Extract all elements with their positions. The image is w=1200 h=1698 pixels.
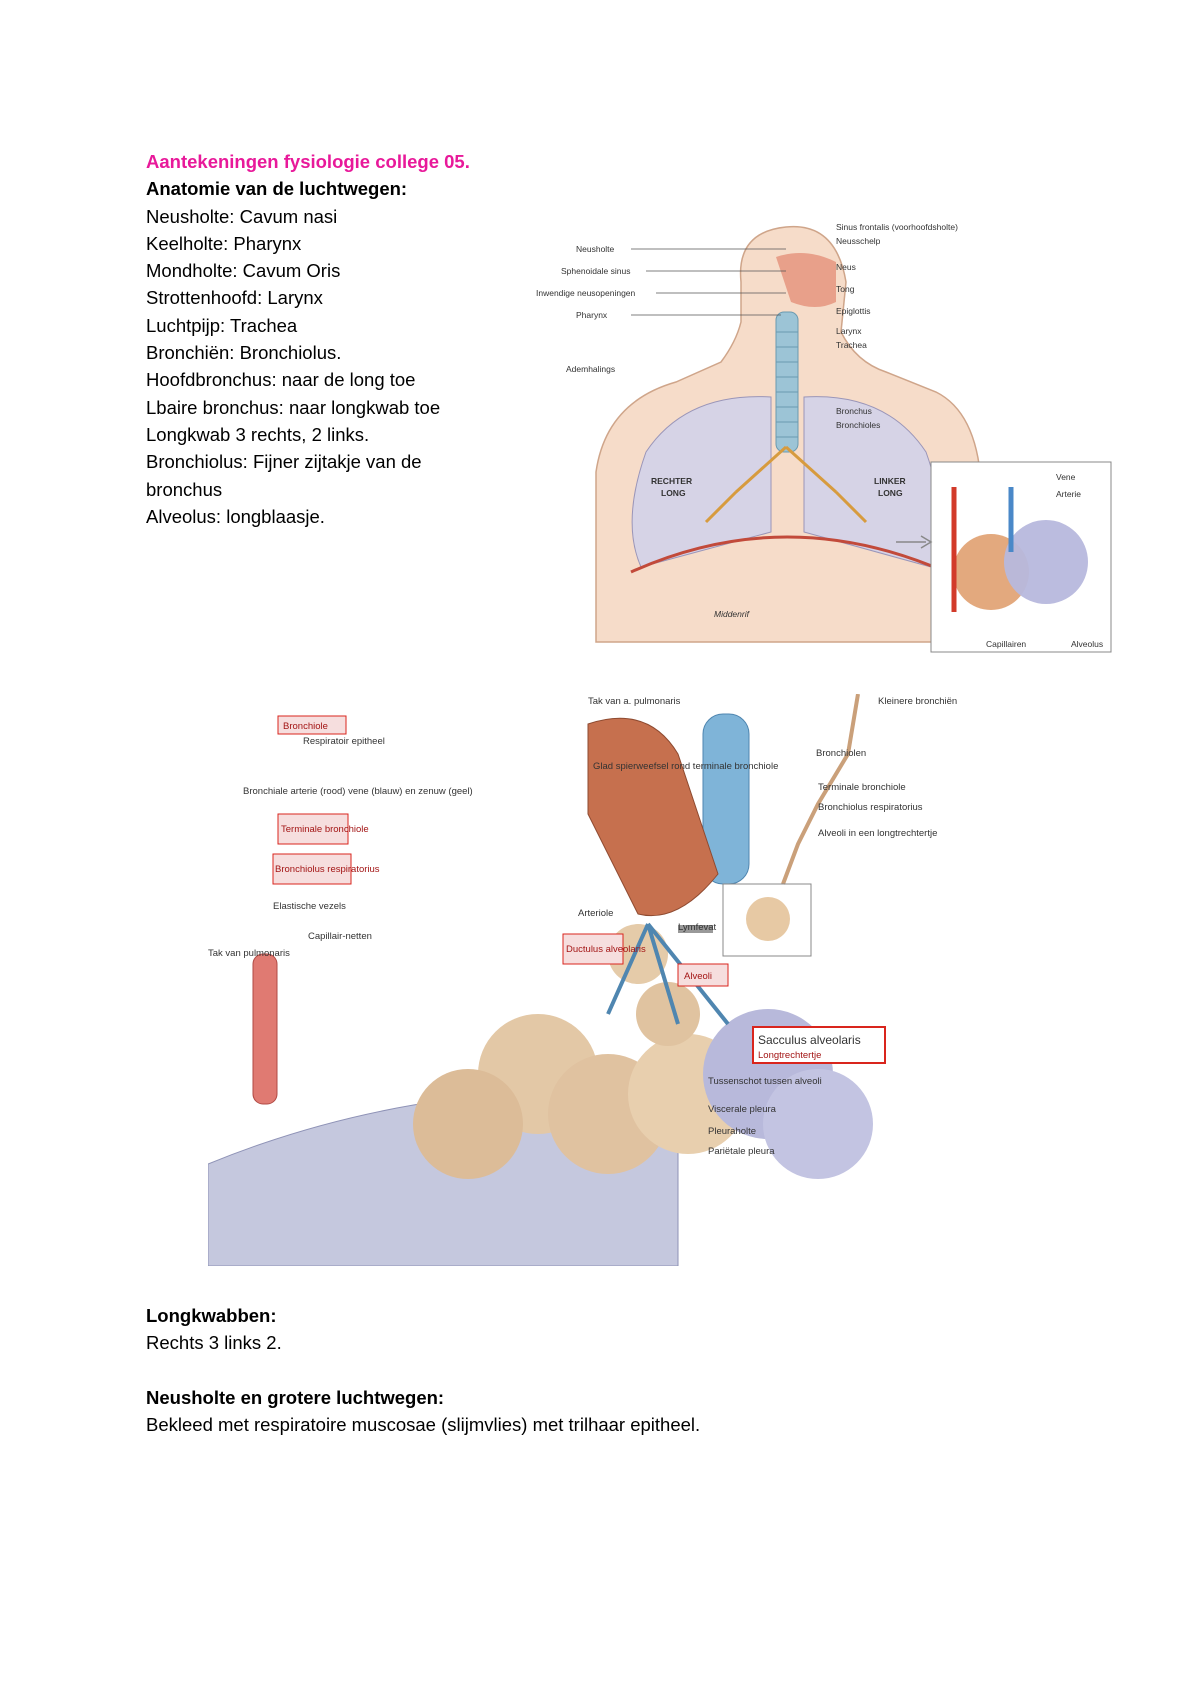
heading-longkwabben: Longkwabben: [146, 1305, 277, 1326]
label-tong: Tong [836, 284, 855, 294]
right-lung-shape [631, 396, 772, 568]
boxed-label-bronchiole: Bronchiole [283, 721, 328, 732]
label-alveoli-longtrechtertje: Alveoli in een longtrechtertje [818, 828, 937, 839]
bronchi-shape [704, 445, 868, 524]
label-sinus: Sinus frontalis (voorhoofdsholte) [836, 222, 958, 232]
bronchiole-tube-shape [587, 717, 719, 917]
inset-label-arterie: Arterie [1056, 489, 1081, 499]
small-artery-shape [252, 953, 278, 1105]
note-line: Bronchiolus: Fijner zijtakje van de bron… [146, 451, 422, 500]
label-linker: LINKER [874, 476, 906, 486]
box-terminale [277, 813, 349, 845]
label-glad-spierweefsel: Glad spierweefsel rond terminale bronchi… [593, 761, 778, 772]
respiratory-system-figure: Neusholte Sphenoidale sinus Inwendige ne… [536, 222, 1112, 653]
note-line: Neusholte: Cavum nasi [146, 205, 338, 227]
box-ductulus [562, 933, 624, 965]
label-sphenoid: Sphenoidale sinus [561, 266, 630, 276]
note-line: Luchtpijp: Trachea [146, 314, 298, 336]
boxed-label-terminale: Terminale bronchiole [281, 824, 369, 835]
boxed-label-ductulus: Ductulus alveolaris [566, 944, 646, 955]
boxed-label-respiratorius: Bronchiolus respiratorius [275, 864, 380, 875]
nasal-cavity-shape [776, 253, 836, 307]
paragraph-longkwabben: Rechts 3 links 2. [146, 1332, 282, 1354]
label-terminale-bronchiole: Terminale bronchiole [818, 782, 906, 793]
inset-alveoli-cool [1004, 520, 1088, 604]
label-viscerale-pleura: Viscerale pleura [708, 1104, 777, 1115]
tree-inset-frame [722, 883, 812, 957]
heading-neusholte: Neusholte en grotere luchtwegen: [146, 1386, 445, 1408]
note-line: Alveolus: longblaasje. [146, 505, 325, 527]
bronchial-tree-shape [781, 694, 860, 885]
inset-label-alveolus: Alveolus [1071, 639, 1103, 649]
label-arteriole: Arteriole [578, 908, 613, 919]
note-line: Longkwab 3 rechts, 2 links. [146, 423, 370, 445]
label-long-r: LONG [661, 488, 686, 498]
bottom-notes: Longkwabben: Rechts 3 links 2. Neusholte… [146, 1302, 1046, 1438]
box-alveoli [677, 963, 729, 987]
diaphragm-shape [630, 535, 947, 574]
label-capillairnetten: Capillair-netten [308, 931, 372, 942]
notes-block: Aantekeningen fysiologie college 05. Ana… [146, 148, 476, 530]
alveoli-detail-figure: Respiratoir epitheel Bronchiale arterie … [208, 694, 957, 1266]
label-bronchiale-arterie: Bronchiale arterie (rood) vene (blauw) e… [243, 786, 473, 797]
inset-arrow-head [920, 535, 933, 549]
note-line: Keelholte: Pharynx [146, 232, 302, 254]
label-pleuraholte: Pleuraholte [708, 1126, 756, 1137]
left-leader-lines [631, 248, 786, 316]
label-middenrif: Middenrif [714, 609, 751, 619]
label-bronchiolen: Bronchiolen [816, 748, 866, 759]
inset-label-vene: Vene [1056, 472, 1076, 482]
box-respiratorius [272, 853, 352, 885]
paragraph-neusholte: Bekleed met respiratoire muscosae (slijm… [146, 1413, 701, 1435]
label-bronchus: Bronchus [836, 406, 872, 416]
label-elastische-vezels: Elastische vezels [273, 901, 346, 912]
label-bronchiolus-respiratorius: Bronchiolus respiratorius [818, 802, 923, 813]
label-pharynx: Pharynx [576, 310, 608, 320]
note-line: Mondholte: Cavum Oris [146, 260, 341, 282]
label-trachea: Trachea [836, 340, 867, 350]
section-heading: Anatomie van de luchtwegen: [146, 178, 408, 200]
label-long-l: LONG [878, 488, 903, 498]
label-rechter: RECHTER [651, 476, 692, 486]
page-title: Aantekeningen fysiologie college 05. [146, 151, 470, 172]
label-tak-pulmonaris: Tak van pulmonaris [208, 948, 290, 959]
label-neusschelp: Neusschelp [836, 236, 881, 246]
label-respiratoir-epitheel: Respiratoir epitheel [303, 736, 385, 747]
label-epiglottis: Epiglottis [836, 306, 871, 316]
spacer [146, 1357, 1046, 1384]
label-longtrechtertje: Longtrechtertje [758, 1050, 821, 1061]
label-lymfevat: Lymfevat [678, 922, 717, 933]
label-parietale-pleura: Pariëtale pleura [708, 1146, 775, 1157]
trachea-shape [775, 311, 799, 453]
trachea-rings [776, 331, 798, 438]
label-tak-a-pulmonaris: Tak van a. pulmonaris [588, 696, 681, 707]
label-larynx: Larynx [836, 326, 862, 336]
label-sacculus: Sacculus alveolaris [758, 1033, 861, 1047]
label-ademhaling: Ademhalings [566, 364, 615, 374]
label-choanae: Inwendige neusopeningen [536, 288, 636, 298]
box-bronchiole [277, 715, 347, 735]
boxed-label-alveoli: Alveoli [684, 971, 712, 982]
note-line: Hoofdbronchus: naar de long toe [146, 369, 416, 391]
label-tussenschot: Tussenschot tussen alveoli [708, 1076, 822, 1087]
box-sacculus [752, 1026, 886, 1064]
label-bronchioles: Bronchioles [836, 420, 880, 430]
note-line: Strottenhoofd: Larynx [146, 287, 323, 309]
inset-label-capillairen: Capillairen [986, 639, 1026, 649]
note-line: Bronchiën: Bronchiolus. [146, 342, 342, 364]
label-neusholte: Neusholte [576, 244, 615, 254]
note-line: Lbaire bronchus: naar longkwab toe [146, 396, 441, 418]
label-kleinere-bronchien: Kleinere bronchiën [878, 696, 957, 707]
tree-alveoli-shape [746, 897, 790, 941]
label-neus: Neus [836, 262, 856, 272]
